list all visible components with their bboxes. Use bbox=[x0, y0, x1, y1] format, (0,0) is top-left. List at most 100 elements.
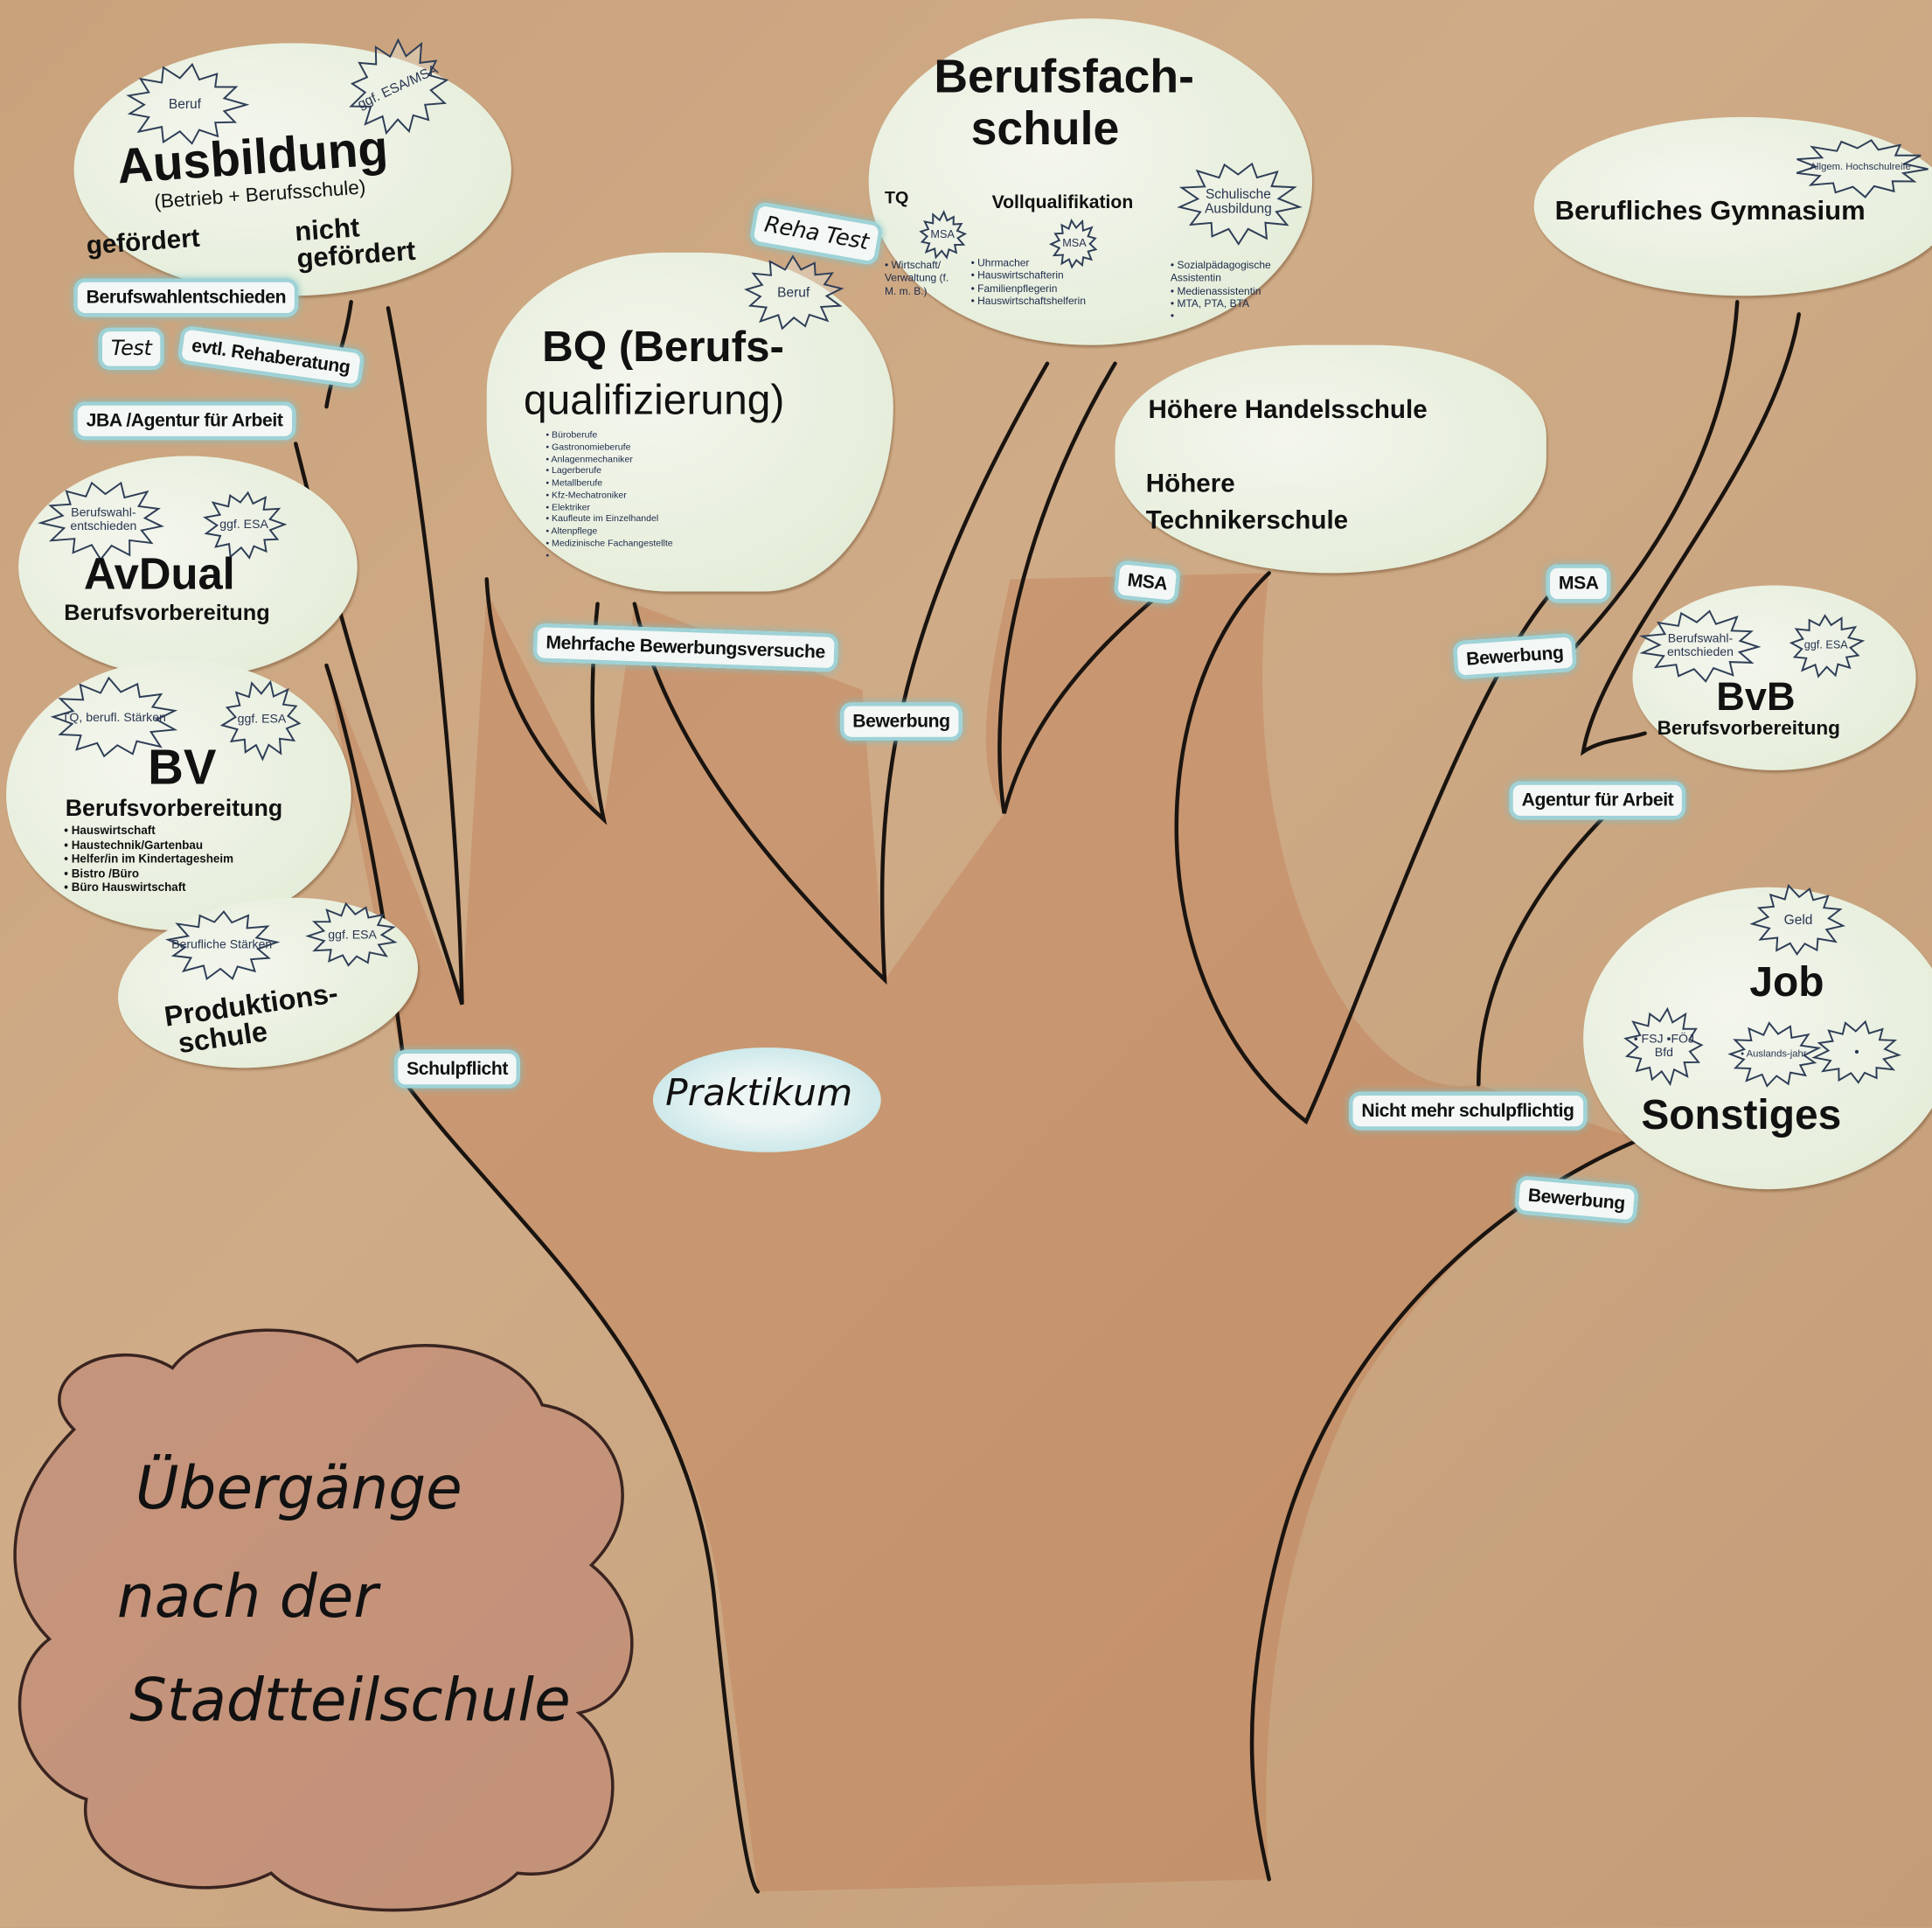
node-text: Vollqualifikation bbox=[991, 191, 1134, 213]
node-subtitle: Berufsvorbereitung bbox=[1657, 718, 1840, 740]
starburst-shape bbox=[1793, 138, 1929, 198]
starburst-shape bbox=[332, 23, 464, 152]
badge-text: ggf. ESA bbox=[1803, 638, 1848, 651]
starburst-shape bbox=[1177, 160, 1300, 244]
label-nicht-mehr-schulpflichtig: Nicht mehr schulpflichtig bbox=[1349, 1091, 1587, 1131]
branch-line bbox=[1477, 792, 1629, 1087]
starburst-icon: Beruf bbox=[743, 256, 844, 331]
badge-text: Berufswahl-entschieden bbox=[70, 506, 137, 534]
starburst-icon: MSA bbox=[919, 212, 966, 259]
node-title: BV bbox=[148, 741, 217, 796]
starburst-icon: Allgem. Hochschulreife bbox=[1793, 138, 1929, 198]
label-test: Test bbox=[98, 327, 164, 370]
badge-text: MSA bbox=[1062, 236, 1087, 249]
starburst-icon: Schulische Ausbildung bbox=[1177, 160, 1300, 244]
starburst-shape bbox=[1814, 1020, 1901, 1084]
node-subtitle: Berufsvorbereitung bbox=[64, 600, 270, 625]
label-agentur-fuer-arbeit: Agentur für Arbeit bbox=[1509, 781, 1686, 820]
starburst-icon: • Auslands-jahr bbox=[1727, 1023, 1820, 1087]
voll-list: UhrmacherHauswirtschafterinFamilienpfleg… bbox=[971, 256, 1086, 307]
starburst-icon: ggf. ESA bbox=[222, 680, 302, 759]
node-hoehere-schulen bbox=[1115, 345, 1546, 574]
badge-text: TQ, berufl. Stärken bbox=[61, 711, 166, 726]
starburst-shape bbox=[1639, 610, 1762, 682]
starburst-icon: • bbox=[1814, 1020, 1901, 1084]
trunk-left-line bbox=[404, 1082, 761, 1894]
badge-text: • bbox=[1854, 1045, 1859, 1061]
badge-text: Geld bbox=[1783, 913, 1813, 929]
badge-text: Berufliche Stärken bbox=[171, 938, 273, 952]
node-title: Höhere Handelsschule bbox=[1148, 395, 1428, 424]
node-text: TQ bbox=[884, 187, 909, 207]
poster-title-line: nach der bbox=[116, 1563, 379, 1632]
starburst-shape bbox=[222, 680, 302, 759]
badge-text: ggf. ESA bbox=[219, 518, 268, 532]
badge-text: Schulische Ausbildung bbox=[1205, 187, 1272, 218]
node-title: BvB bbox=[1716, 673, 1796, 719]
node-title: Job bbox=[1749, 958, 1824, 1006]
trunk-right-line bbox=[1249, 1138, 1641, 1882]
label-msa: MSA bbox=[1113, 560, 1182, 605]
branch-line bbox=[1556, 300, 1740, 668]
node-job-sonstiges bbox=[1583, 887, 1932, 1190]
starburst-icon: ggf. ESA bbox=[308, 903, 396, 967]
starburst-shape bbox=[743, 256, 844, 331]
poster-title-line: Übergänge bbox=[136, 1454, 462, 1524]
starburst-icon: ggf. ESA bbox=[1789, 614, 1863, 678]
node-gymnasium bbox=[1533, 116, 1932, 296]
node-title: schule bbox=[970, 103, 1120, 156]
starburst-icon: Beruf bbox=[123, 64, 247, 145]
badge-text: ggf. ESA bbox=[328, 928, 377, 943]
node-title: qualifizierung) bbox=[523, 377, 785, 424]
starburst-shape bbox=[166, 909, 277, 981]
tq-list: Wirtschaft/ Verwaltung (f. M. m. B.) bbox=[885, 259, 953, 297]
starburst-shape bbox=[123, 64, 247, 145]
branch-line bbox=[997, 361, 1173, 814]
label-berufswahlentschieden: Berufswahlentschieden bbox=[73, 278, 299, 317]
label-bewerbung: Bewerbung bbox=[840, 702, 963, 741]
starburst-shape bbox=[1752, 885, 1845, 957]
branch-line bbox=[324, 663, 409, 1087]
starburst-icon: Berufliche Stärken bbox=[166, 909, 277, 981]
starburst-shape bbox=[49, 678, 178, 759]
starburst-shape bbox=[1789, 614, 1863, 678]
branch-line bbox=[1580, 312, 1801, 756]
label-msa: MSA bbox=[1546, 564, 1611, 603]
node-title: AvDual bbox=[83, 548, 235, 599]
starburst-icon: Berufswahl-entschieden bbox=[41, 481, 167, 560]
starburst-icon: Geld bbox=[1752, 885, 1845, 957]
label-jba: JBA /Agentur für Arbeit bbox=[73, 401, 295, 441]
node-title: BQ (Berufs- bbox=[542, 323, 784, 372]
badge-text: Berufswahl-entschieden bbox=[1666, 632, 1734, 660]
badge-text: Beruf bbox=[777, 285, 810, 301]
trunk-fill bbox=[326, 573, 1639, 1892]
badge-text: Allgem. Hochschulreife bbox=[1810, 161, 1911, 172]
bv-list: HauswirtschaftHaustechnik/GartenbauHelfe… bbox=[64, 825, 233, 896]
starburst-icon: • FSJ •FÖJ Bfd bbox=[1624, 1008, 1705, 1084]
label-schulpflicht: Schulpflicht bbox=[394, 1049, 521, 1089]
badge-text: • FSJ •FÖJ Bfd bbox=[1633, 1033, 1695, 1061]
node-title: Technikerschule bbox=[1145, 506, 1349, 535]
poster-title-line: Stadtteilschule bbox=[129, 1666, 571, 1736]
branch-line bbox=[294, 306, 464, 1006]
bq-list: BüroberufeGastronomieberufeAnlagenmechan… bbox=[546, 428, 672, 560]
node-title: Praktikum bbox=[665, 1072, 853, 1116]
node-subtitle: Berufsvorbereitung bbox=[65, 796, 283, 823]
node-title: Berufsfach- bbox=[934, 52, 1194, 104]
starburst-icon: ggf. ESA bbox=[204, 491, 285, 560]
node-praktikum bbox=[652, 1047, 881, 1152]
branch-line bbox=[1174, 571, 1555, 1125]
badge-text: Beruf bbox=[168, 97, 201, 113]
starburst-icon: ggf. ESA/MSA bbox=[332, 23, 464, 152]
title-cloud bbox=[13, 1328, 634, 1912]
starburst-icon: TQ, berufl. Stärken bbox=[49, 678, 178, 759]
starburst-shape bbox=[204, 491, 285, 560]
node-title: Berufliches Gymnasium bbox=[1554, 194, 1866, 226]
starburst-shape bbox=[919, 212, 966, 259]
starburst-shape bbox=[41, 481, 167, 560]
badge-text: MSA bbox=[930, 227, 955, 240]
badge-text: • Auslands-jahr bbox=[1741, 1048, 1807, 1060]
